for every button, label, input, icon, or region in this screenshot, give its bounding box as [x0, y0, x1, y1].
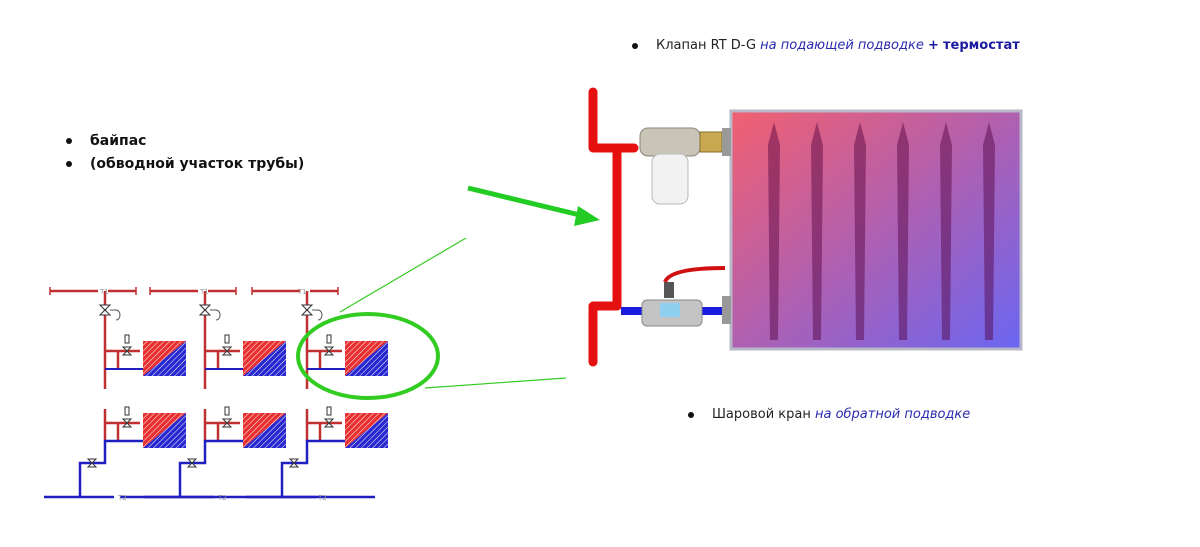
label-plain: Клапан RT D-G	[656, 38, 757, 53]
label-bold: термостат	[943, 38, 1020, 53]
supply-riser-pipe	[588, 87, 639, 367]
bypass-description: (обводной участок трубы)	[66, 156, 304, 172]
green-arrow-icon	[467, 185, 600, 226]
schematic-column-3	[244, 285, 390, 499]
return-label: T2	[117, 494, 127, 502]
thermostatic-valve	[639, 127, 731, 205]
label-plain: Шаровой кран	[712, 407, 811, 422]
supply-label: T1	[199, 288, 209, 296]
ball-valve	[641, 266, 731, 327]
return-label: T2	[217, 494, 227, 502]
bypass-highlight-ellipse	[296, 312, 440, 400]
bullet-icon	[66, 161, 72, 167]
label-italic: на подающей подводке	[760, 38, 924, 53]
schematic-column-2	[142, 285, 288, 499]
bypass-label: байпас	[66, 133, 146, 149]
bullet-icon	[66, 138, 72, 144]
ball-valve-label: Шаровой кран на обратной подводке	[688, 407, 970, 422]
label-plus: +	[927, 38, 939, 53]
bypass-subtitle: (обводной участок трубы)	[90, 156, 305, 172]
bullet-icon	[688, 411, 694, 418]
zoom-line-top	[339, 237, 467, 313]
return-label: T2	[317, 494, 327, 502]
thermostatic-valve-label: Клапан RT D-G на подающей подводке + тер…	[632, 38, 1020, 53]
zoom-line-bottom	[424, 377, 567, 389]
supply-label: T1	[99, 288, 109, 296]
bypass-title: байпас	[90, 133, 147, 149]
bullet-icon	[632, 42, 638, 49]
schematic-column-1	[42, 285, 188, 499]
label-italic: на обратной подводке	[814, 407, 971, 422]
supply-label: T1	[297, 288, 307, 296]
radiator	[729, 109, 1023, 351]
